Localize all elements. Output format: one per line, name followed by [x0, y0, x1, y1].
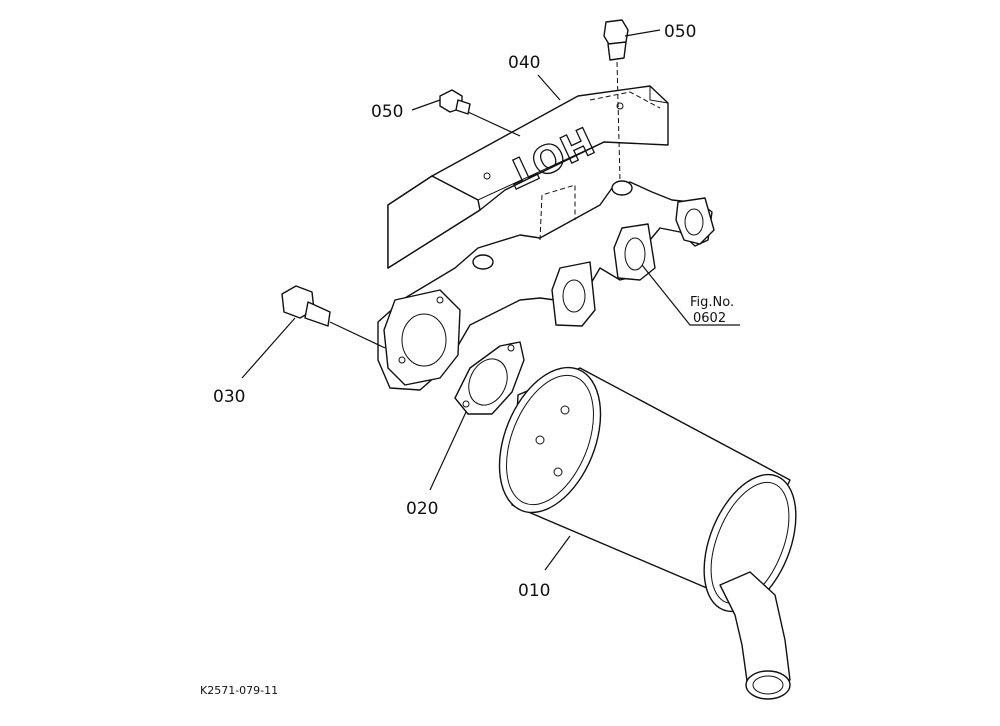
leader-lines [241, 29, 740, 571]
label-010: 010 [518, 581, 550, 601]
exhaust-manifold [377, 180, 715, 391]
label-050-top: 050 [664, 22, 696, 42]
muffler [498, 366, 797, 700]
label-020: 020 [406, 499, 438, 519]
gasket [454, 341, 525, 415]
label-040: 040 [508, 53, 540, 73]
bolt-050-top [603, 19, 629, 181]
label-fig-number: 0602 [693, 311, 726, 326]
label-030: 030 [213, 387, 245, 407]
drawing-code: K2571-079-11 [200, 684, 278, 697]
label-fig-no: Fig.No. [690, 295, 734, 310]
label-050-mid: 050 [371, 102, 403, 122]
bolt-050-mid [439, 89, 521, 137]
bolt-030 [281, 285, 386, 349]
